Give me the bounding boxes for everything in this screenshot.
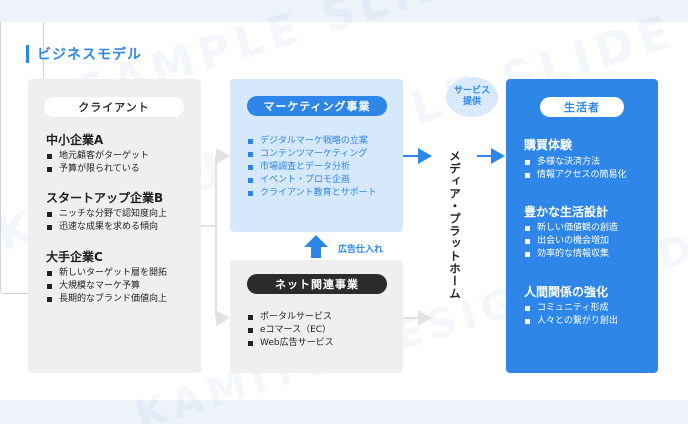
list-item: コミュニティ形成 <box>524 302 618 315</box>
client-group-title: 大手企業C <box>46 250 103 264</box>
service-provision-line1: サービス <box>453 86 490 96</box>
consumer-label: 生活者 <box>540 97 624 117</box>
list-item: 長期的なブランド価値向上 <box>46 293 167 306</box>
list-item: 予算が限られている <box>46 163 149 176</box>
list-item: 多様な決済方法 <box>524 156 627 169</box>
client-panel <box>28 79 201 373</box>
list-item: 迅速な成果を求める傾向 <box>46 221 167 234</box>
list-item: 出会いの機会増加 <box>524 235 618 248</box>
list-item: デジタルマーケ戦略の立案 <box>247 135 377 148</box>
client-group-items: ニッチな分野で認知度向上 迅速な成果を求める傾向 <box>46 208 167 234</box>
list-item: ポータルサービス <box>247 311 334 324</box>
list-item: クライアント教育とサポート <box>247 187 377 200</box>
client-group-items: 地元顧客がターゲット 予算が限られている <box>46 150 149 176</box>
list-item: 地元顧客がターゲット <box>46 150 149 163</box>
list-item: 新しいターゲット層を開拓 <box>46 267 167 280</box>
list-item: イベント・プロモ企画 <box>247 174 377 187</box>
service-provision-badge: サービス 提供 <box>446 77 498 117</box>
consumer-group-items: 新しい価値観の創造 出会いの機会増加 効率的な情報収集 <box>524 222 618 261</box>
title-accent-bar <box>26 45 29 63</box>
list-item: 市場調査とデータ分析 <box>247 161 377 174</box>
net-label: ネット関連事業 <box>247 274 387 294</box>
title-text: ビジネスモデル <box>37 47 142 63</box>
client-group-items: 新しいターゲット層を開拓 大規模なマーケ予算 長期的なブランド価値向上 <box>46 267 167 306</box>
list-item: 大規模なマーケ予算 <box>46 280 167 293</box>
ad-supply-label: 広告仕入れ <box>338 245 384 255</box>
consumer-group-title: 人間関係の強化 <box>524 285 609 299</box>
media-platform-label: メディア・プラットホーム <box>448 150 462 300</box>
list-item: コンテンツマーケティング <box>247 148 377 161</box>
list-item: 情報アクセスの簡易化 <box>524 169 627 182</box>
bottom-band <box>0 400 688 424</box>
top-band <box>0 0 688 22</box>
consumer-panel <box>506 79 658 373</box>
consumer-group-title: 豊かな生活設計 <box>524 205 609 219</box>
net-items: ポータルサービス eコマース（EC） Web広告サービス <box>247 311 334 350</box>
client-label: クライアント <box>44 97 184 117</box>
client-to-business-lines <box>201 148 230 326</box>
ad-supply-arrow <box>304 235 328 258</box>
client-group-title: スタートアップ企業B <box>46 191 164 205</box>
consumer-group-items: 多様な決済方法 情報アクセスの簡易化 <box>524 156 627 182</box>
client-group-title: 中小企業A <box>46 133 104 147</box>
service-provision-line2: 提供 <box>462 97 481 107</box>
marketing-label: マーケティング事業 <box>247 96 387 116</box>
list-item: Web広告サービス <box>247 337 334 350</box>
consumer-group-items: コミュニティ形成 人々との繋がり創出 <box>524 302 618 328</box>
list-item: 新しい価値観の創造 <box>524 222 618 235</box>
marketing-items: デジタルマーケ戦略の立案 コンテンツマーケティング 市場調査とデータ分析 イベン… <box>247 135 377 200</box>
list-item: 人々との繋がり創出 <box>524 315 618 328</box>
slide-title: ビジネスモデル <box>26 44 142 64</box>
list-item: 効率的な情報収集 <box>524 248 618 261</box>
consumer-group-title: 購買体験 <box>524 138 573 152</box>
list-item: eコマース（EC） <box>247 324 334 337</box>
list-item: ニッチな分野で認知度向上 <box>46 208 167 221</box>
